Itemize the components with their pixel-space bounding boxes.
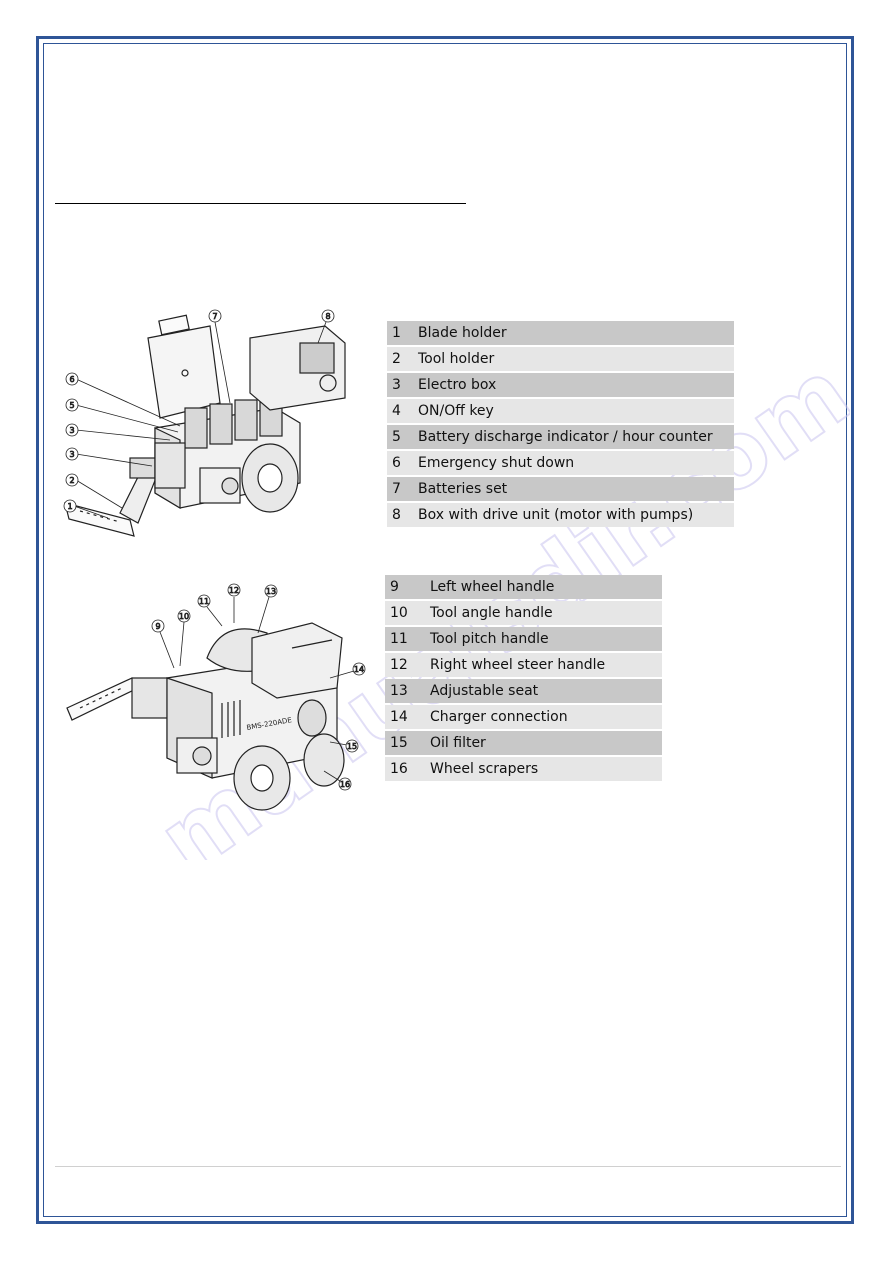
callout-3b: 3 — [69, 426, 74, 435]
legend-label: Electro box — [412, 373, 734, 397]
rear-wheel-shape — [303, 733, 345, 787]
callout-14: 14 — [354, 665, 364, 674]
drive-unit-box-shape — [249, 325, 346, 411]
legend-label: Wheel scrapers — [424, 757, 662, 781]
legend-number: 5 — [387, 425, 412, 449]
legend-label: Charger connection — [424, 705, 662, 729]
callout-11: 11 — [199, 597, 209, 606]
legend-label: Oil filter — [424, 731, 662, 755]
legend-number: 8 — [387, 503, 412, 527]
callout-3a: 3 — [69, 450, 74, 459]
legend-number: 4 — [387, 399, 412, 423]
legend-label: Right wheel steer handle — [424, 653, 662, 677]
legend-label: Tool angle handle — [424, 601, 662, 625]
callout-15: 15 — [347, 742, 357, 751]
figure-bottom-callouts: 9 10 11 12 13 14 15 16 — [151, 583, 366, 791]
callout-5: 5 — [69, 401, 74, 410]
legend-number: 10 — [385, 601, 424, 625]
legend-label: Left wheel handle — [424, 575, 662, 599]
legend-number: 14 — [385, 705, 424, 729]
callout-9: 9 — [155, 622, 160, 631]
legend-number: 12 — [385, 653, 424, 677]
callout-1: 1 — [67, 502, 72, 511]
legend-label: Tool pitch handle — [424, 627, 662, 651]
legend-label: Battery discharge indicator / hour count… — [412, 425, 734, 449]
legend-number: 3 — [387, 373, 412, 397]
legend-number: 2 — [387, 347, 412, 371]
legend-number: 16 — [385, 757, 424, 781]
legend-label: Blade holder — [412, 321, 734, 345]
legend-number: 15 — [385, 731, 424, 755]
callout-8: 8 — [325, 312, 330, 321]
legend-number: 6 — [387, 451, 412, 475]
legend-label: Emergency shut down — [412, 451, 734, 475]
legend-number: 11 — [385, 627, 424, 651]
footer-divider — [55, 1166, 841, 1167]
callout-2: 2 — [69, 476, 74, 485]
callout-10: 10 — [179, 612, 189, 621]
legend-label: Batteries set — [412, 477, 734, 501]
legend-number: 13 — [385, 679, 424, 703]
machine-figure-bottom: BMS-220ADE 9 10 11 12 13 14 15 — [66, 583, 366, 811]
callout-13: 13 — [266, 587, 276, 596]
callout-12: 12 — [229, 586, 239, 595]
machine-figure-top: 1 2 3 3 5 6 7 8 — [63, 309, 346, 537]
legend-number: 1 — [387, 321, 412, 345]
callout-6: 6 — [69, 375, 74, 384]
callout-16: 16 — [340, 780, 350, 789]
blade-shape — [66, 677, 139, 721]
page-border-outer — [36, 36, 854, 1224]
legend-label: Box with drive unit (motor with pumps) — [412, 503, 734, 527]
legend-number: 9 — [385, 575, 424, 599]
legend-label: Adjustable seat — [424, 679, 662, 703]
figure-top-callouts: 1 2 3 3 5 6 7 8 — [63, 309, 335, 519]
vent-grille-shape — [221, 700, 241, 738]
legend-number: 7 — [387, 477, 412, 501]
section-heading-underline — [55, 203, 466, 204]
legend-label: ON/Off key — [412, 399, 734, 423]
callout-7: 7 — [212, 312, 217, 321]
legend-label: Tool holder — [412, 347, 734, 371]
page-border-inner — [43, 43, 847, 1217]
